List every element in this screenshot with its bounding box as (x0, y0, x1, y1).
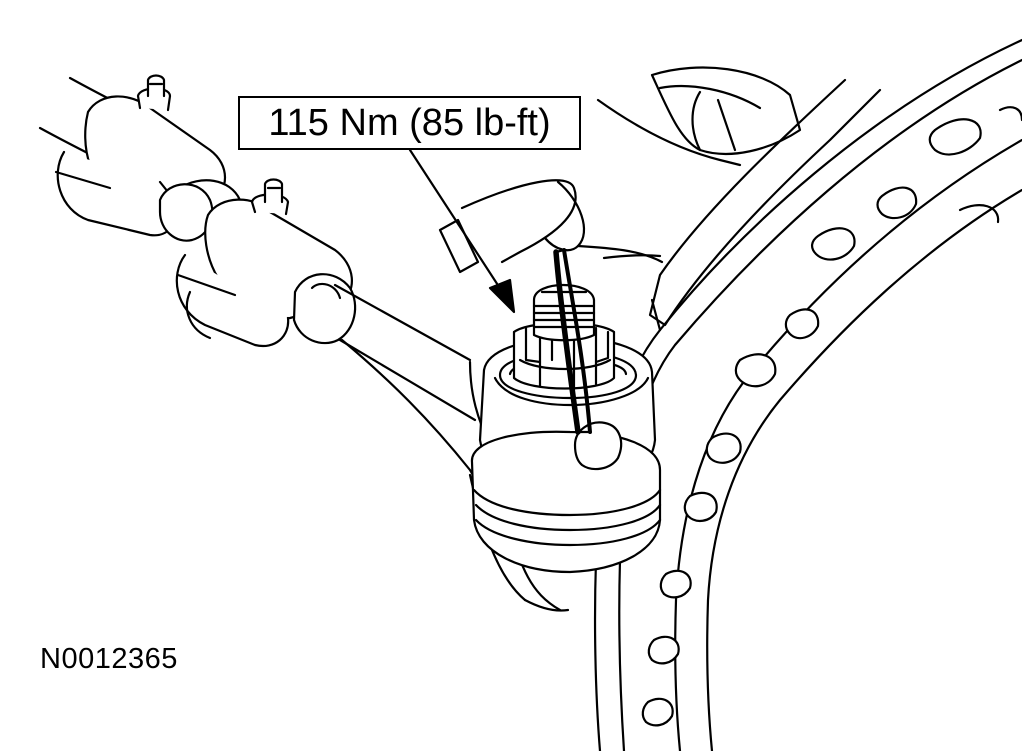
background-bracket (596, 66, 802, 167)
outer-tie-rod (175, 178, 570, 612)
torque-spec-callout: 115 Nm (85 lb-ft) (238, 96, 581, 150)
background-socket (438, 179, 664, 274)
castle-nut (512, 248, 616, 435)
figure-number: N0012365 (40, 643, 178, 675)
torque-spec-label: 115 Nm (85 lb-ft) (268, 101, 551, 144)
callout-leader-arrow (408, 148, 516, 314)
brake-rotor (593, 38, 1022, 751)
